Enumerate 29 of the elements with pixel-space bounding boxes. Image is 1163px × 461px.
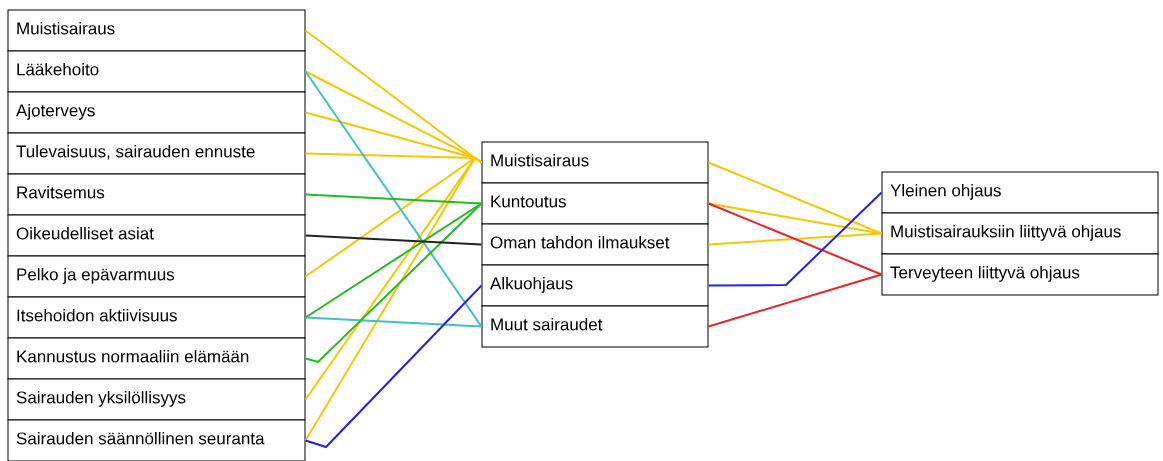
connector-line <box>707 232 883 246</box>
label-box: Ajoterveys <box>7 91 306 134</box>
label-box: Lääkehoito <box>7 50 306 93</box>
label-box: Pelko ja epävarmuus <box>7 255 306 298</box>
connector-line <box>304 316 483 328</box>
label-box: Kuntoutus <box>481 182 709 225</box>
label-box: Muistisairaus <box>481 141 709 184</box>
label-box: Terveyteen liittyvä ohjaus <box>881 253 1159 296</box>
connector-line <box>304 202 483 364</box>
label-box: Itsehoidon aktiivisuus <box>7 296 306 339</box>
label-box: Sairauden yksilöllisyys <box>7 378 306 421</box>
label-box: Tulevaisuus, sairauden ennuste <box>7 132 306 175</box>
label-box: Alkuohjaus <box>481 264 709 307</box>
label-box: Kannustus normaaliin elämään <box>7 337 306 380</box>
label-box: Muut sairaudet <box>481 305 709 348</box>
label-box: Oman tahdon ilmaukset <box>481 223 709 266</box>
connector-line <box>707 202 883 276</box>
label-box: Muistisairaus <box>7 9 306 52</box>
label-box: Muistisairauksiin liittyvä ohjaus <box>881 212 1159 255</box>
connector-line <box>304 70 483 328</box>
connector-line <box>304 193 483 205</box>
label-box: Oikeudelliset asiat <box>7 214 306 257</box>
connector-line <box>707 191 883 287</box>
label-box: Ravitsemus <box>7 173 306 216</box>
label-box: Yleinen ohjaus <box>881 171 1159 214</box>
connector-line <box>304 284 483 449</box>
label-box: Sairauden säännöllinen seuranta <box>7 419 306 461</box>
connector-line <box>304 234 483 246</box>
connector-line <box>707 273 883 328</box>
